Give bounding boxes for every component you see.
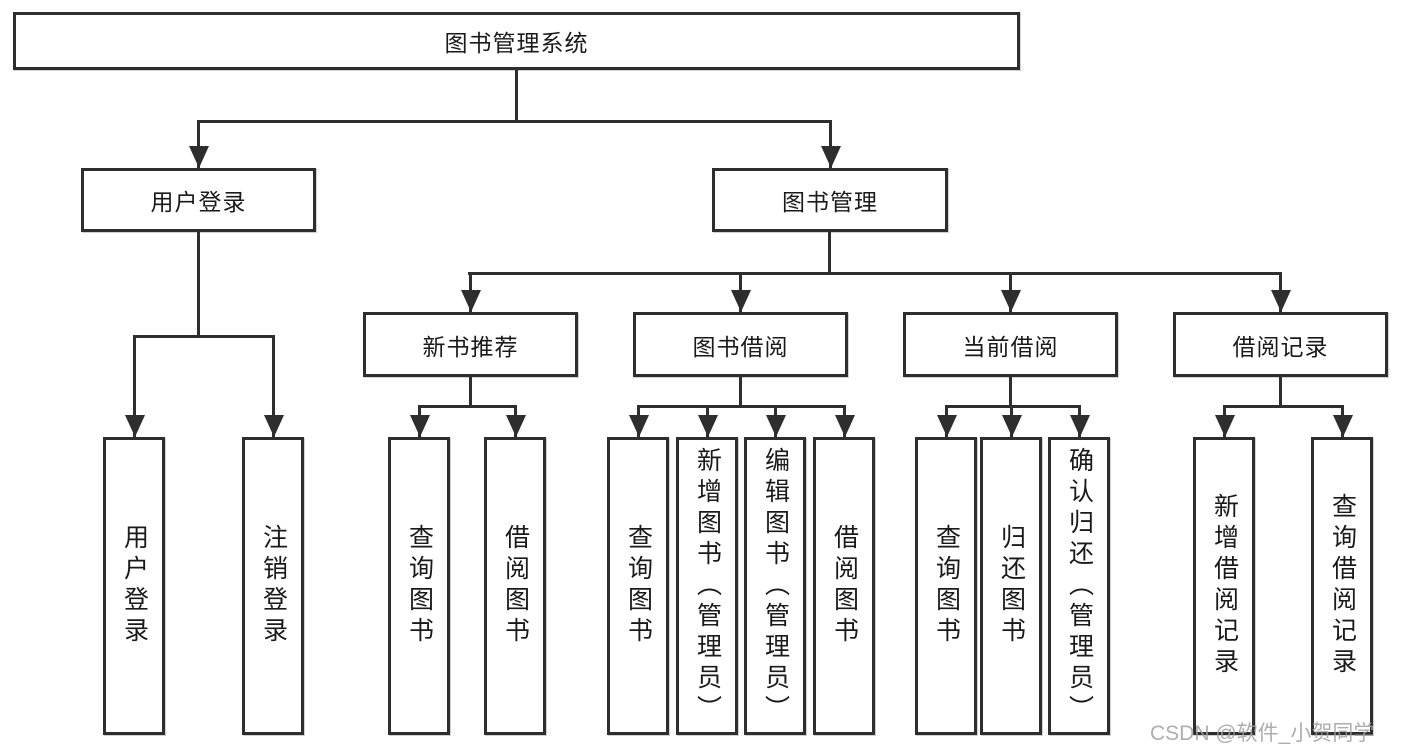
- connector-line: [1223, 405, 1344, 408]
- connector-line: [133, 335, 275, 338]
- node-current-borrow: 当前借阅: [903, 312, 1118, 377]
- arrow-down-icon: [469, 272, 472, 312]
- node-label: 新增借阅记录: [1210, 493, 1239, 679]
- node-borrow-records: 借阅记录: [1173, 312, 1388, 377]
- arrow-down-icon: [637, 405, 640, 437]
- leaf-user-login: 用户登录: [103, 437, 165, 735]
- leaf-confirm-return-admin: 确认归还（管理员）: [1048, 437, 1110, 735]
- node-label: 图书借阅: [692, 333, 789, 360]
- arrow-down-icon: [1078, 405, 1081, 437]
- node-label: 查询图书: [932, 524, 961, 648]
- connector-line: [418, 405, 517, 408]
- arrow-down-icon: [829, 120, 832, 168]
- node-label: 借阅图书: [501, 524, 530, 648]
- arrow-down-icon: [945, 405, 948, 437]
- node-label: 编辑图书（管理员）: [761, 446, 790, 726]
- node-label: 查询借阅记录: [1328, 493, 1357, 679]
- node-user-login: 用户登录: [81, 168, 316, 232]
- leaf-query-books-current: 查询图书: [915, 437, 977, 735]
- node-label: 图书管理系统: [444, 30, 589, 56]
- connector-line: [1009, 375, 1012, 405]
- leaf-logout: 注销登录: [242, 437, 304, 735]
- leaf-add-borrow-record: 新增借阅记录: [1193, 437, 1255, 735]
- node-label: 归还图书: [997, 524, 1026, 648]
- leaf-query-borrow-record: 查询借阅记录: [1311, 437, 1373, 735]
- node-label: 新书推荐: [422, 333, 519, 360]
- node-label: 查询图书: [405, 524, 434, 648]
- csdn-watermark: CSDN @软件_小贺同学: [1150, 722, 1375, 745]
- arrow-down-icon: [418, 405, 421, 437]
- node-book-borrow: 图书借阅: [633, 312, 848, 377]
- node-label: 用户登录: [150, 189, 247, 215]
- connector-line: [637, 405, 846, 408]
- leaf-return-books: 归还图书: [980, 437, 1042, 735]
- node-label: 查询图书: [624, 524, 653, 648]
- leaf-query-books-recommend: 查询图书: [388, 437, 450, 735]
- node-label: 借阅记录: [1232, 333, 1329, 360]
- leaf-borrow-books: 借阅图书: [813, 437, 875, 735]
- connector-line: [468, 272, 1282, 275]
- arrow-down-icon: [706, 405, 709, 437]
- connector-line: [739, 375, 742, 405]
- node-book-management: 图书管理: [712, 168, 948, 232]
- connector-line: [197, 230, 200, 335]
- arrow-down-icon: [272, 335, 275, 437]
- connector-line: [828, 230, 831, 272]
- node-label: 图书管理: [782, 189, 878, 215]
- leaf-add-books-admin: 新增图书（管理员）: [676, 437, 738, 735]
- arrow-down-icon: [514, 405, 517, 437]
- arrow-down-icon: [739, 272, 742, 312]
- leaf-borrow-books-recommend: 借阅图书: [484, 437, 546, 735]
- node-label: 确认归还（管理员）: [1065, 446, 1094, 726]
- node-label: 借阅图书: [830, 524, 859, 648]
- arrow-down-icon: [1279, 272, 1282, 312]
- node-label: 注销登录: [259, 524, 288, 648]
- connector-line: [197, 120, 831, 123]
- node-label: 当前借阅: [962, 333, 1059, 360]
- arrow-down-icon: [197, 120, 200, 168]
- arrow-down-icon: [843, 405, 846, 437]
- arrow-down-icon: [1223, 405, 1226, 437]
- node-label: 新增图书（管理员）: [693, 446, 722, 726]
- leaf-query-books-borrow: 查询图书: [607, 437, 669, 735]
- connector-line: [469, 375, 472, 405]
- connector-line: [945, 405, 1081, 408]
- arrow-down-icon: [1341, 405, 1344, 437]
- arrow-down-icon: [1010, 405, 1013, 437]
- arrow-down-icon: [1009, 272, 1012, 312]
- node-library-system: 图书管理系统: [13, 12, 1020, 70]
- node-label: 用户登录: [120, 524, 149, 648]
- arrow-down-icon: [774, 405, 777, 437]
- connector-line: [515, 68, 518, 120]
- node-new-book-recommend: 新书推荐: [363, 312, 578, 377]
- connector-line: [1279, 375, 1282, 405]
- arrow-down-icon: [133, 335, 136, 437]
- leaf-edit-books-admin: 编辑图书（管理员）: [744, 437, 806, 735]
